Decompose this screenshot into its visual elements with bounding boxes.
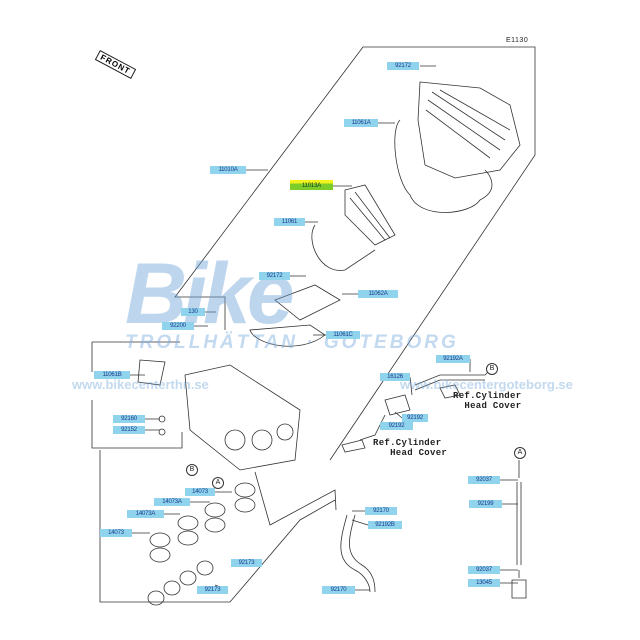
drain-tube [516,460,522,578]
part-label[interactable]: 92170 [365,507,397,515]
marker-b: B [486,363,498,375]
gasket-11061A [394,119,493,213]
part-label[interactable]: 14073A [127,510,164,518]
part-label[interactable]: 11061 [274,218,305,226]
part-label[interactable]: 13045 [468,579,500,587]
diagram-code: E1130 [506,37,529,44]
part-label[interactable]: 92192A [436,355,470,363]
air-filter-element [344,184,396,246]
part-label[interactable]: 16126 [380,373,410,381]
part-label[interactable]: 92199 [469,500,502,508]
part-label[interactable]: 92192 [380,422,413,430]
part-label[interactable]: 14073 [100,529,132,537]
reference-note: Ref.Cylinder Head Cover [373,438,448,458]
part-label[interactable]: 92200 [162,322,194,330]
part-label[interactable]: 92172 [259,272,290,280]
part-label[interactable]: 11061A [344,119,378,127]
reference-note: Ref.Cylinder Head Cover [453,391,522,411]
part-label[interactable]: 11062A [358,290,398,298]
part-label[interactable]: 130 [181,308,205,316]
part-label[interactable]: 14073 [185,488,215,496]
part-label[interactable]: 11010A [210,166,246,174]
part-label[interactable]: 11061C [326,331,360,339]
part-label[interactable]: 92170 [322,586,355,594]
upper-housing [417,81,521,179]
marker-a: A [212,477,224,489]
part-label[interactable]: 92172 [387,62,419,70]
plate-11062A [274,284,341,321]
part-label[interactable]: 92192 [402,414,428,422]
part-label[interactable]: 92152 [113,426,145,434]
part-label[interactable]: 92037 [468,476,500,484]
part-label[interactable]: 92160 [113,415,145,423]
part-label[interactable]: 92192B [368,521,402,529]
lower-housing [184,364,301,471]
part-label[interactable]: 92037 [468,566,500,574]
part-label[interactable]: 92173 [197,586,228,594]
marker-b: B [186,464,198,476]
part-label[interactable]: 11061B [94,371,130,379]
part-label-highlighted[interactable]: 11013A [290,180,333,190]
marker-a: A [514,447,526,459]
hose-92192A [414,367,493,391]
hose-92192B [340,514,376,593]
part-label[interactable]: 92173 [231,559,262,567]
part-label[interactable]: 14073A [154,498,190,506]
group-outline [174,46,536,461]
